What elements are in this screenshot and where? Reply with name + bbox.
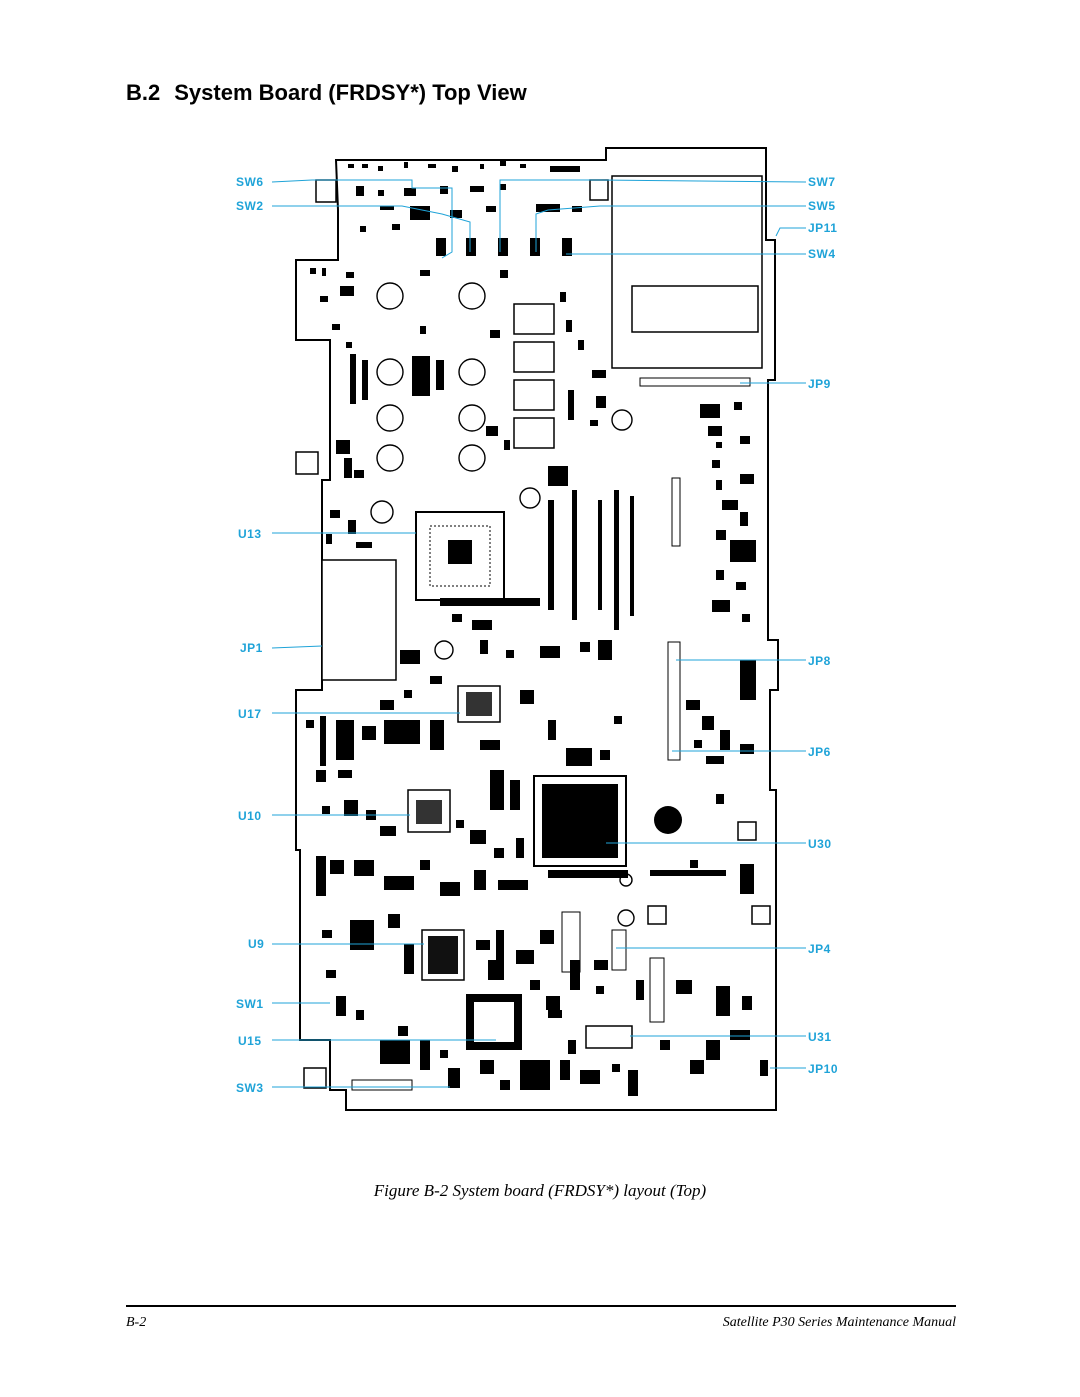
callout-u10: U10 (238, 809, 262, 823)
callout-sw7: SW7 (808, 175, 836, 189)
top-right-module (611, 175, 763, 369)
chip-u31 (585, 1025, 633, 1049)
battery (654, 806, 682, 834)
callout-u30: U30 (808, 837, 832, 851)
inductors (295, 179, 771, 1089)
page-number: B-2 (126, 1315, 147, 1330)
callout-sw1: SW1 (236, 997, 264, 1011)
leader-lines (271, 179, 807, 1088)
callout-sw5: SW5 (808, 199, 836, 213)
connector-strips (351, 377, 751, 1091)
callout-u13: U13 (238, 527, 262, 541)
section-number: B.2 (126, 80, 161, 105)
callout-jp10: JP10 (808, 1062, 838, 1076)
callout-jp9: JP9 (808, 377, 831, 391)
section-heading: B.2 System Board (FRDSY*) Top View (126, 80, 527, 106)
callout-u17: U17 (238, 707, 262, 721)
callout-u9: U9 (248, 937, 264, 951)
section-title: System Board (FRDSY*) Top View (174, 80, 527, 105)
callout-jp8: JP8 (808, 654, 831, 668)
callout-sw6: SW6 (236, 175, 264, 189)
callout-jp4: JP4 (808, 942, 831, 956)
capacitors (370, 282, 635, 927)
figure-caption: Figure B-2 System board (FRDSY*) layout … (373, 1181, 707, 1200)
callout-jp11: JP11 (808, 221, 837, 235)
callout-u31: U31 (808, 1030, 832, 1044)
callout-sw2: SW2 (236, 199, 264, 213)
callout-sw3: SW3 (236, 1081, 264, 1095)
manual-title: Satellite P30 Series Maintenance Manual (722, 1315, 956, 1330)
footer-divider (126, 1305, 956, 1307)
callout-sw4: SW4 (808, 247, 836, 261)
component-texture (306, 160, 768, 1096)
connector-jp1 (321, 559, 397, 681)
callout-jp6: JP6 (808, 745, 831, 759)
callout-jp1: JP1 (240, 641, 263, 655)
callout-u15: U15 (238, 1034, 262, 1048)
left-callout-labels: SW6 SW2 U13 JP1 U17 U10 U9 SW1 U15 SW3 (236, 175, 264, 1095)
right-callout-labels: SW7 SW5 JP11 SW4 JP9 JP8 JP6 U30 JP4 U31… (808, 175, 838, 1076)
